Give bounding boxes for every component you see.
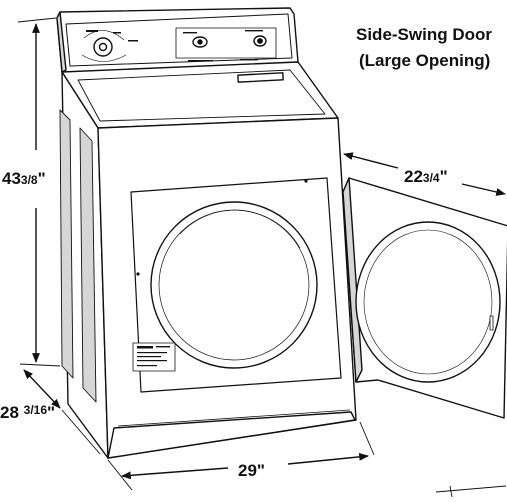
lint-screen [237, 72, 284, 83]
title-block: Side-Swing Door (Large Opening) [356, 25, 492, 70]
drum-opening [150, 201, 318, 369]
door-window [355, 221, 501, 383]
depth-dimension: 28 3/16" [0, 403, 55, 422]
front-panel [97, 117, 357, 459]
dimension-lines [17, 17, 507, 498]
control-console [56, 7, 299, 75]
dryer [56, 7, 507, 459]
model-label [132, 342, 176, 372]
top-panel [61, 61, 339, 129]
side-panel [59, 71, 109, 459]
width-dimension: 29" [238, 461, 265, 480]
toe-kick [107, 411, 356, 459]
door-clearance-dimension: 223/4" [404, 167, 448, 186]
dimension-labels: 433/8" 28 3/16" 29" 223/4" [0, 167, 448, 480]
height-dimension: 433/8" [2, 169, 46, 188]
open-door [342, 177, 507, 419]
title-line-1: Side-Swing Door [356, 25, 492, 44]
door-latch [489, 315, 494, 331]
title-line-2: (Large Opening) [359, 51, 490, 70]
